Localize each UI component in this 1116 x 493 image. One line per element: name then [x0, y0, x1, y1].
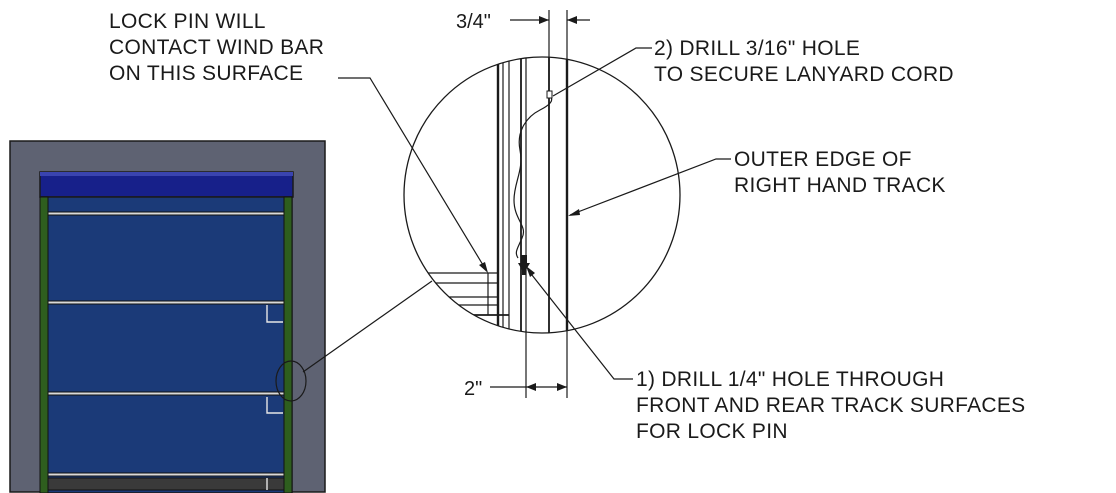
note-line: FRONT AND REAR TRACK SURFACES	[636, 394, 1026, 417]
leader-line	[569, 158, 731, 216]
door-elevation	[9, 140, 433, 493]
note-drill-14: 1) DRILL 1/4" HOLE THROUGH FRONT AND REA…	[526, 266, 1026, 443]
wind-bar	[47, 300, 285, 305]
wind-bar	[47, 211, 285, 216]
arrow-head	[539, 16, 549, 24]
wind-bar	[47, 391, 285, 396]
dimension-label-top: 3/4"	[456, 11, 491, 33]
door-header-bar	[39, 171, 294, 198]
note-line: TO SECURE LANYARD CORD	[654, 63, 954, 86]
note-line: FOR LOCK PIN	[636, 420, 788, 443]
note-line: CONTACT WIND BAR	[109, 36, 324, 59]
right-track	[283, 196, 293, 493]
detail-view	[403, 56, 681, 334]
leader-line	[552, 47, 652, 97]
wind-bars	[47, 211, 285, 477]
lanyard-hole	[546, 90, 553, 99]
dimension-label-bottom: 2"	[464, 378, 482, 400]
note-line: OUTER EDGE OF	[734, 148, 912, 171]
leader-line	[338, 77, 487, 271]
door-opening	[41, 196, 293, 493]
arrow-head	[567, 16, 577, 24]
note-outer-edge: OUTER EDGE OF RIGHT HAND TRACK	[568, 148, 946, 216]
detail-leader	[302, 280, 433, 373]
arrow-head	[479, 262, 488, 273]
arrow-head	[557, 383, 567, 391]
detail-circle	[403, 56, 681, 334]
lock-pin-bracket	[266, 305, 283, 323]
note-line: LOCK PIN WILL	[109, 10, 266, 33]
dimension-top: 3/4"	[456, 10, 590, 80]
lanyard-cord	[513, 95, 553, 259]
detail-callout-circle	[275, 360, 307, 402]
lock-pin-brackets	[266, 305, 283, 490]
dimension-bottom: 2"	[464, 330, 568, 400]
note-line: RIGHT HAND TRACK	[734, 174, 946, 197]
arrow-head	[526, 266, 535, 277]
door-header-lip	[40, 172, 293, 176]
wind-bar	[47, 472, 285, 477]
note-drill-316: 2) DRILL 3/16" HOLE TO SECURE LANYARD CO…	[552, 37, 954, 97]
note-line: 1) DRILL 1/4" HOLE THROUGH	[636, 368, 944, 391]
leader-line	[527, 269, 633, 380]
note-line: 2) DRILL 3/16" HOLE	[654, 37, 860, 60]
bottom-bar	[47, 477, 285, 491]
lock-pin-bracket	[266, 397, 283, 414]
left-track	[39, 196, 49, 493]
arrow-head	[568, 209, 580, 216]
arrow-head	[526, 383, 536, 391]
note-line: ON THIS SURFACE	[109, 62, 303, 85]
note-lock-pin: LOCK PIN WILL CONTACT WIND BAR ON THIS S…	[109, 10, 488, 273]
